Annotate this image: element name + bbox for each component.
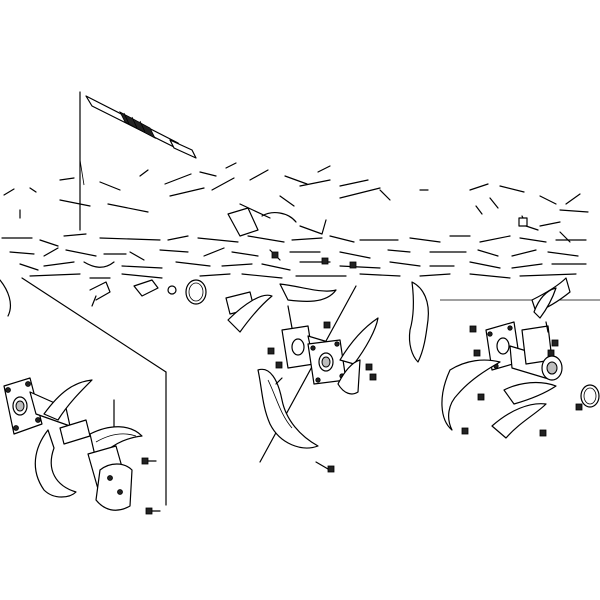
snap-ring [185,279,207,305]
left-tine-assembly [3,377,161,515]
clip-and-washers [0,279,177,317]
drive-shaft [79,91,197,231]
right-tine-assembly [408,277,600,439]
center-tine-assembly [225,283,379,473]
broken-scan-fragments [1,162,589,279]
hex-bolts [141,457,161,515]
